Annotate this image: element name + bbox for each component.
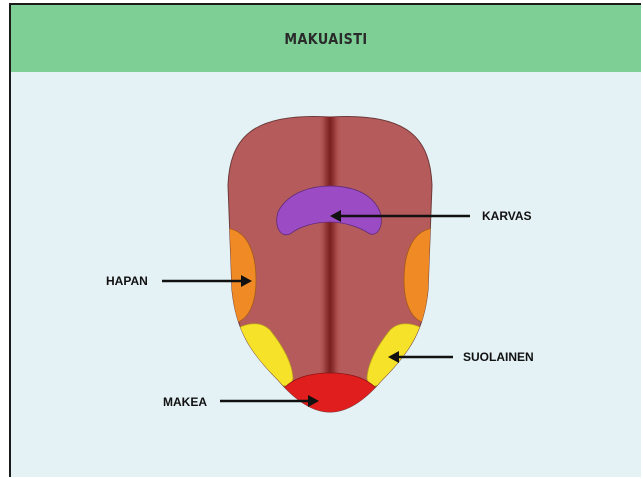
label-karvas: KARVAS bbox=[482, 210, 532, 222]
arrow-suolainen bbox=[388, 351, 453, 363]
sweet-zone bbox=[284, 373, 376, 414]
label-hapan: HAPAN bbox=[106, 275, 148, 287]
label-makea: MAKEA bbox=[163, 396, 207, 408]
label-suolainen: SUOLAINEN bbox=[463, 351, 534, 363]
